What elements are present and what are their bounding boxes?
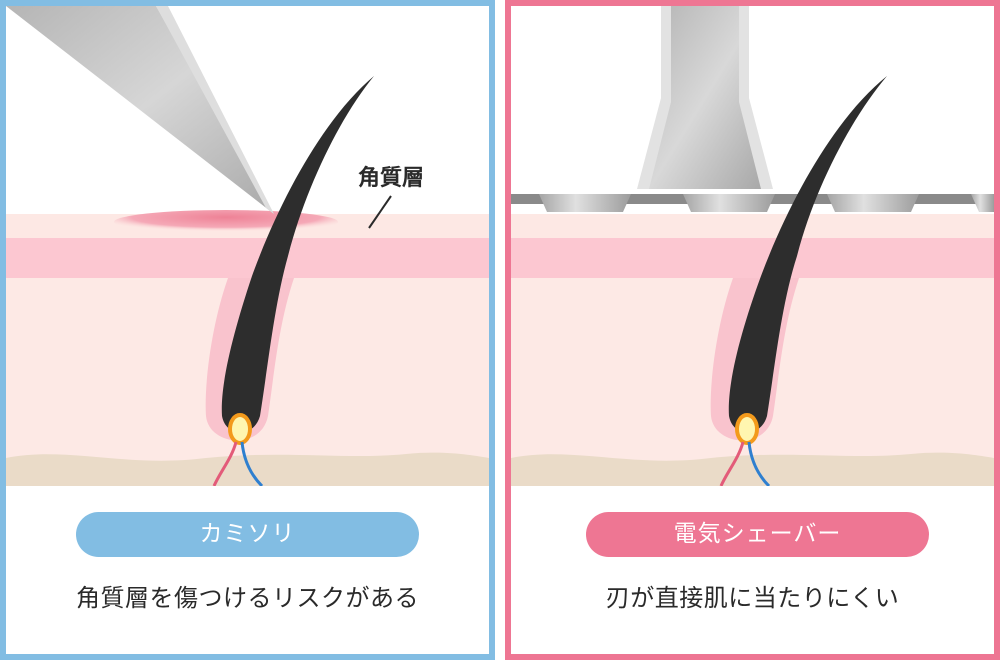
annotation-leader-line xyxy=(368,195,392,229)
razor-panel: 角質層 カミソリ 角質層を傷つけるリスクがある xyxy=(0,0,495,660)
shaver-caption: 刃が直接肌に当たりにくい xyxy=(605,584,900,612)
razor-blade-icon xyxy=(6,6,274,214)
shaver-cutter xyxy=(539,194,631,212)
artery-vessel xyxy=(212,441,238,486)
vein-vessel xyxy=(747,441,771,486)
razor-skin-illustration xyxy=(6,6,489,486)
hair-strand xyxy=(728,76,887,433)
shaver-cutter xyxy=(683,194,775,212)
shaver-skin-illustration xyxy=(511,6,994,486)
stratum-corneum-label: 角質層 xyxy=(358,166,425,191)
shaver-cutter xyxy=(971,194,994,212)
hair-strand xyxy=(221,76,374,433)
epidermis-layer xyxy=(6,238,489,278)
artery-vessel xyxy=(719,441,745,486)
shaver-title-badge: 電気シェーバー xyxy=(586,512,929,557)
electric-shaver-panel: 電気シェーバー 刃が直接肌に当たりにくい xyxy=(505,0,1000,660)
razor-caption: 角質層を傷つけるリスクがある xyxy=(76,584,419,612)
subcutis-layer xyxy=(511,452,994,486)
subcutis-layer xyxy=(6,452,489,486)
hair-papilla xyxy=(735,413,759,445)
hair-papilla xyxy=(228,413,252,445)
razor-title-badge: カミソリ xyxy=(76,512,419,557)
shaver-cutter xyxy=(827,194,919,212)
vein-vessel xyxy=(240,441,264,486)
epidermis-layer xyxy=(511,238,994,278)
stratum-corneum-layer xyxy=(511,214,994,238)
stratum-damage-highlight xyxy=(114,210,338,234)
